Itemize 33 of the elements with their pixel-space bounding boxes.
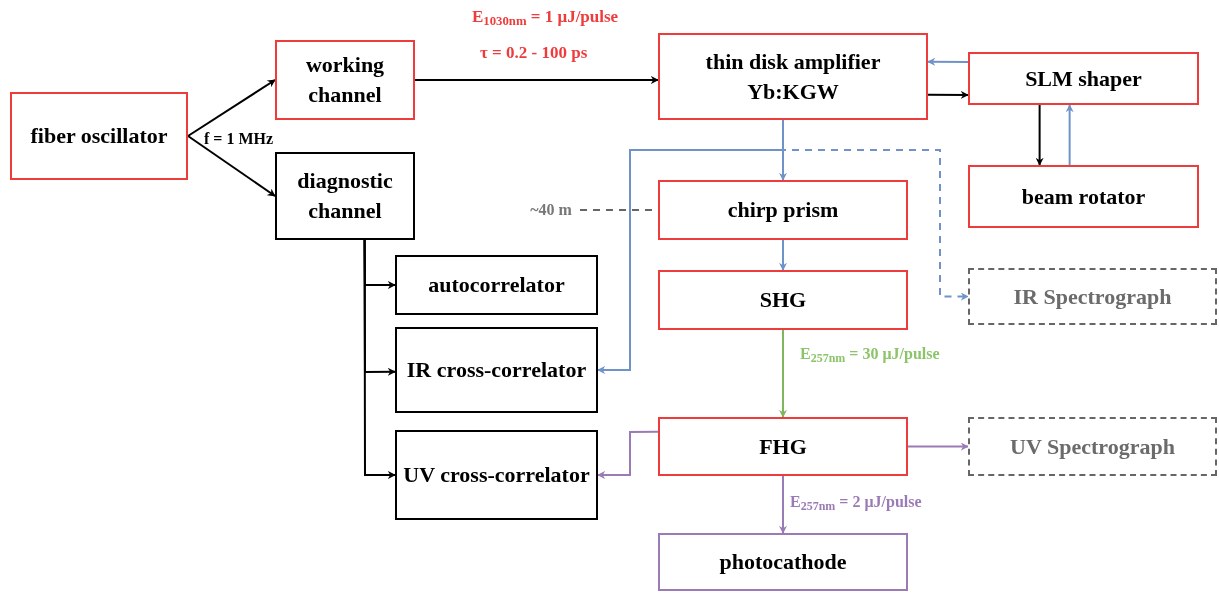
process-box: fiber oscillator — [10, 92, 188, 180]
arrow — [779, 329, 787, 418]
arrow — [1035, 104, 1044, 166]
process-box: beam rotator — [968, 165, 1199, 228]
process-box: IR Spectrograph — [968, 268, 1217, 325]
arrow — [1065, 104, 1074, 166]
annotation-text: f = 1 MHz — [204, 129, 274, 149]
process-box: thin disk amplifier Yb:KGW — [658, 33, 928, 120]
arrow — [187, 79, 276, 137]
arrow — [414, 76, 659, 84]
distance-label: ~40 m — [522, 198, 580, 222]
arrow — [363, 239, 396, 479]
arrow — [907, 442, 969, 451]
annotation-text: τ = 0.2 - 100 ps — [480, 42, 588, 64]
arrow — [927, 90, 969, 99]
dashed-arrow — [782, 119, 969, 301]
process-box: UV cross-correlator — [395, 430, 598, 520]
process-box: UV Spectrograph — [968, 417, 1217, 476]
process-box: working channel — [275, 40, 415, 120]
process-box: chirp prism — [658, 180, 908, 240]
process-box: FHG — [658, 417, 908, 476]
annotation-text: E$_{1030nm}$ = 1 μJ/pulse — [472, 6, 619, 30]
process-box: diagnostic channel — [275, 152, 415, 240]
process-box: SLM shaper — [968, 52, 1199, 105]
arrow — [927, 57, 969, 66]
arrow — [779, 239, 787, 271]
process-box: IR cross-correlator — [395, 327, 598, 413]
process-box: photocathode — [658, 533, 908, 591]
process-box: autocorrelator — [395, 255, 598, 315]
process-box: SHG — [658, 270, 908, 330]
arrow — [187, 135, 276, 197]
arrow — [779, 475, 787, 534]
arrow — [597, 430, 659, 479]
